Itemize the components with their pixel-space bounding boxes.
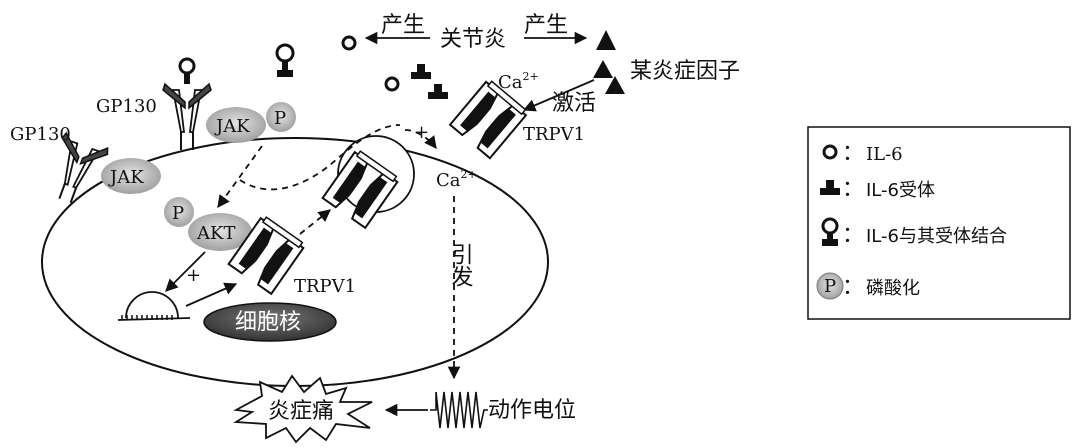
legend-bound-label: IL-6与其受体结合 bbox=[866, 226, 1007, 247]
p-blob-upper bbox=[266, 102, 296, 132]
legend-colon: ： bbox=[842, 275, 864, 300]
legend-item-bound: ： IL-6与其受体结合 bbox=[821, 217, 1007, 248]
legend-colon: ： bbox=[842, 223, 864, 248]
inflammatory-factor-icon bbox=[593, 60, 613, 78]
il6-receptor-bound-icon bbox=[821, 217, 839, 235]
legend-item-il6: ： IL-6 bbox=[822, 141, 903, 166]
trpv1-transport-vesicle bbox=[321, 135, 415, 229]
nucleus bbox=[203, 302, 337, 342]
akt-to-vesicle-arrow bbox=[165, 251, 206, 292]
il6-receptor-icon bbox=[411, 64, 431, 79]
plus-lower-label: + bbox=[186, 265, 201, 286]
trpv1-membrane-label: TRPV1 bbox=[523, 124, 585, 145]
jak-to-akt-arrow bbox=[217, 145, 263, 209]
trpv1-inner-label: TRPV1 bbox=[294, 276, 356, 297]
gp130-receptor-upper bbox=[162, 57, 212, 150]
inflammatory-factor-icon bbox=[605, 76, 625, 94]
plus-upper-label: + bbox=[414, 122, 429, 143]
il6-icon bbox=[384, 76, 400, 92]
legend-colon: ： bbox=[842, 177, 864, 202]
nucleus-label: 细胞核 bbox=[235, 310, 301, 335]
akt-label: AKT bbox=[196, 223, 235, 244]
inflammatory-factor-label: 某炎症因子 bbox=[630, 59, 740, 84]
vesicle-to-channel-arrow bbox=[185, 282, 238, 307]
produce-right-label: 产生 bbox=[524, 13, 568, 38]
vesicle-to-membrane-arrow bbox=[404, 129, 437, 150]
il6-receptor-icon bbox=[826, 180, 834, 190]
gp130-upper-label: GP130 bbox=[96, 96, 157, 117]
jak-upper-label: JAK bbox=[214, 116, 250, 137]
legend-colon: ： bbox=[842, 141, 864, 166]
ca-inside-label: Ca2+ bbox=[436, 168, 477, 191]
action-potential-wave bbox=[430, 391, 488, 429]
il6-icon bbox=[822, 144, 838, 160]
jak-lower-label: JAK bbox=[108, 167, 144, 188]
p-blob-akt bbox=[164, 197, 194, 227]
channel-to-vesicle-arrow bbox=[299, 209, 331, 235]
ca-outside-label: Ca2+ bbox=[498, 70, 539, 93]
p-akt-label: P bbox=[172, 203, 184, 224]
inflammatory-factor-icon bbox=[596, 30, 616, 50]
activate-arrow bbox=[522, 79, 595, 112]
il6-receptor-icon bbox=[428, 84, 448, 99]
activate-label: 激活 bbox=[552, 91, 596, 116]
legend-receptor-label: IL-6受体 bbox=[866, 180, 935, 201]
arthritis-label: 关节炎 bbox=[440, 27, 506, 52]
il6-icon bbox=[341, 35, 357, 51]
produce-left-label: 产生 bbox=[381, 13, 425, 38]
legend-p-glyph: P bbox=[824, 276, 836, 297]
legend: ： IL-6 ： IL-6受体 ： IL-6与其受体结合 P ： 磷酸化 bbox=[807, 126, 1071, 320]
gp130-receptor-lower bbox=[47, 131, 111, 204]
il6-receptor-bound-icon bbox=[275, 43, 295, 77]
action-potential-label: 动作电位 bbox=[488, 398, 576, 423]
jak-blob-lower bbox=[101, 158, 161, 194]
pain-label: 炎症痛 bbox=[268, 399, 334, 424]
akt-to-vesicle-dashed-path bbox=[239, 124, 401, 191]
legend-item-phospho: P ： 磷酸化 bbox=[816, 272, 920, 300]
legend-phospho-label: 磷酸化 bbox=[866, 278, 920, 299]
pain-starburst bbox=[233, 374, 373, 444]
phosphorylation-icon bbox=[816, 272, 844, 300]
trigger-label: 引发 bbox=[448, 243, 474, 287]
akt-blob bbox=[188, 213, 252, 251]
jak-blob-upper bbox=[206, 107, 266, 143]
legend-item-receptor: ： IL-6受体 bbox=[820, 177, 935, 202]
gp130-lower-label: GP130 bbox=[10, 124, 71, 145]
legend-il6-label: IL-6 bbox=[866, 144, 903, 165]
p-upper-label: P bbox=[274, 108, 286, 129]
translation-vesicle bbox=[117, 291, 191, 321]
